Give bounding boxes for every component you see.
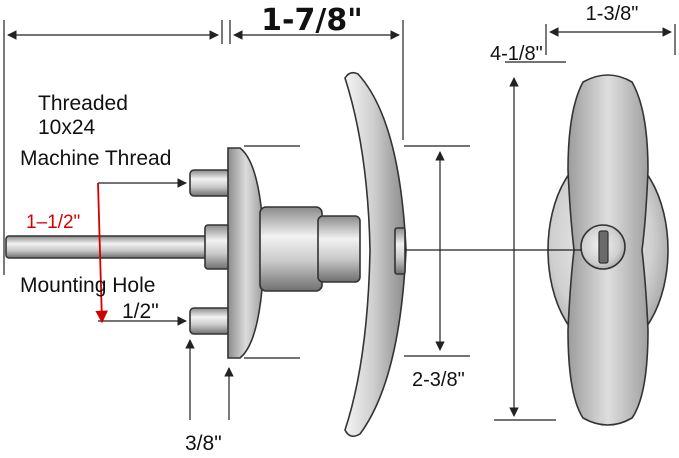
label-mounting-hole: Mounting Hole <box>20 274 155 297</box>
shaft <box>5 235 211 259</box>
label-overall-length: 1-7/8" <box>261 3 363 38</box>
handle-side-profile <box>344 71 407 438</box>
label-shaft-length: 1–1/2" <box>26 212 80 233</box>
label-threaded: Threaded <box>38 92 128 115</box>
lower-threaded-stud <box>189 307 233 335</box>
base-flange <box>227 147 265 359</box>
front-view <box>547 74 669 426</box>
label-machine-thread: Machine Thread <box>20 147 171 170</box>
neck <box>317 215 361 283</box>
hub <box>259 206 323 292</box>
label-base-height: 2-3/8" <box>412 369 465 391</box>
upper-threaded-stud <box>189 169 233 197</box>
label-handle-height: 4-1/8" <box>490 43 543 65</box>
label-stud-offset: 3/8" <box>185 432 222 455</box>
label-handle-width: 1-3/8" <box>586 3 639 25</box>
dimension-labels: 1-7/8" 1-3/8" 4-1/8" 2-3/8" 3/8" Threade… <box>20 3 638 455</box>
label-mounting-hole-size: 1/2" <box>122 300 159 323</box>
red-shaft-dimension <box>95 182 108 324</box>
label-thread-size: 10x24 <box>38 116 96 139</box>
dimension-lines <box>3 20 676 421</box>
key-plug-side <box>394 227 406 275</box>
key-slot <box>598 230 609 264</box>
side-view <box>5 71 407 438</box>
